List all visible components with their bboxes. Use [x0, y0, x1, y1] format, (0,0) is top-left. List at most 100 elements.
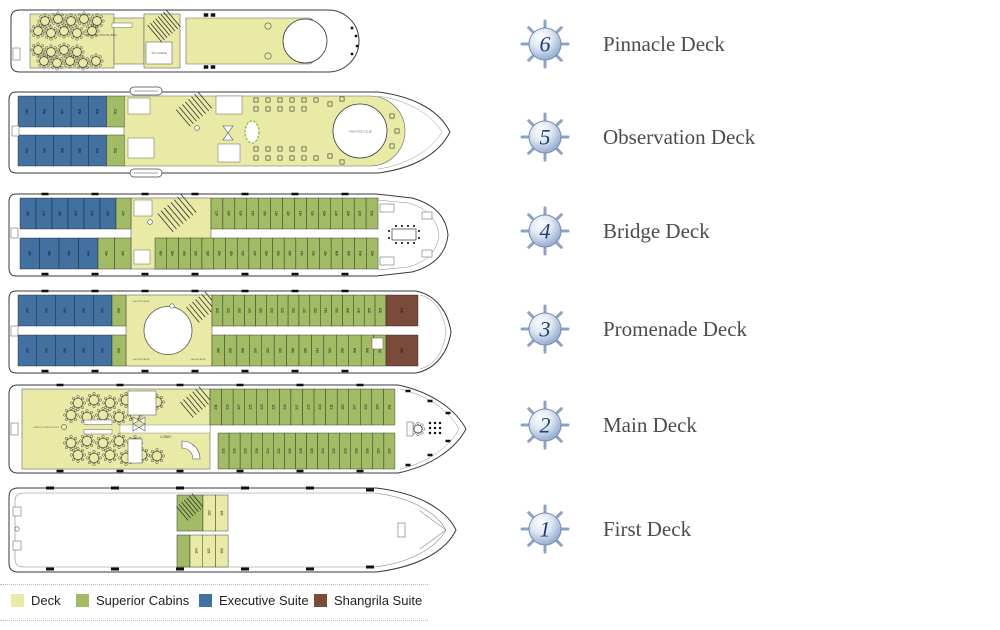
- svg-text:436: 436: [171, 251, 175, 257]
- svg-text:309: 309: [346, 308, 350, 314]
- svg-text:332: 332: [117, 348, 121, 354]
- svg-text:403: 403: [358, 211, 362, 217]
- svg-text:209: 209: [341, 404, 345, 410]
- cabin-101: [215, 494, 229, 532]
- svg-text:424: 424: [241, 251, 245, 257]
- svg-text:507: 507: [60, 109, 64, 115]
- deck-row-observation[interactable]: 5 Observation Deck: [520, 112, 940, 162]
- deck-number: 3: [539, 317, 551, 342]
- svg-text:337: 337: [101, 308, 105, 314]
- svg-text:323: 323: [270, 308, 274, 314]
- svg-text:LOBBY: LOBBY: [160, 435, 172, 439]
- svg-text:330: 330: [216, 348, 220, 354]
- svg-text:341: 341: [63, 308, 67, 314]
- svg-text:314: 314: [316, 348, 320, 354]
- deck-row-bridge[interactable]: 4 Bridge Deck: [520, 206, 940, 256]
- svg-text:102: 102: [207, 548, 211, 554]
- cabin-440: [114, 237, 132, 270]
- svg-text:421: 421: [251, 211, 255, 217]
- deck-name-label: First Deck: [603, 516, 692, 541]
- legend-divider-bottom: [0, 620, 428, 621]
- cabin-402: [366, 237, 379, 270]
- svg-text:408: 408: [335, 251, 339, 257]
- svg-text:416: 416: [288, 251, 292, 257]
- svg-text:333: 333: [216, 308, 220, 314]
- svg-text:310: 310: [341, 348, 345, 354]
- svg-text:302: 302: [400, 348, 404, 354]
- svg-text:312: 312: [328, 348, 332, 354]
- svg-text:450: 450: [28, 251, 32, 257]
- svg-text:412: 412: [312, 251, 316, 257]
- svg-text:438: 438: [159, 251, 163, 257]
- svg-text:338: 338: [63, 348, 67, 354]
- svg-text:216: 216: [310, 448, 314, 454]
- svg-text:228: 228: [244, 448, 248, 454]
- deck-name-label: Promenade Deck: [603, 316, 748, 341]
- deck-plan-6: TOP OF THE YANGTZE (BAR)SKY LOUNGE: [10, 9, 360, 73]
- legend-label: Executive Suite: [219, 593, 309, 608]
- svg-text:214: 214: [321, 448, 325, 454]
- svg-text:448: 448: [47, 251, 51, 257]
- svg-text:440: 440: [121, 251, 125, 257]
- svg-text:423: 423: [239, 211, 243, 217]
- svg-text:420: 420: [265, 251, 269, 257]
- legend-item-superior-cabins: Superior Cabins: [76, 593, 189, 608]
- cabin-335: [111, 294, 127, 327]
- svg-text:211: 211: [329, 404, 333, 409]
- svg-text:443: 443: [74, 211, 78, 217]
- cabin-502: [106, 134, 125, 167]
- svg-text:326: 326: [241, 348, 245, 354]
- svg-text:449: 449: [26, 211, 30, 217]
- cabin-202: [383, 432, 396, 470]
- svg-text:509: 509: [43, 109, 47, 115]
- legend-label: Deck: [31, 593, 61, 608]
- svg-text:402: 402: [370, 251, 374, 257]
- svg-text:441: 441: [90, 211, 94, 217]
- svg-text:419: 419: [263, 211, 267, 217]
- svg-text:303: 303: [379, 308, 383, 314]
- svg-text:TOP OF THE YANGTZE (BAR): TOP OF THE YANGTZE (BAR): [83, 34, 116, 37]
- svg-text:315: 315: [313, 308, 317, 314]
- svg-text:210: 210: [343, 448, 347, 454]
- deck-row-promenade[interactable]: 3 Promenade Deck: [520, 304, 940, 354]
- deck-number: 4: [540, 219, 551, 244]
- svg-text:410: 410: [323, 251, 327, 257]
- ship-wheel-icon: 1: [520, 504, 570, 554]
- svg-text:325: 325: [259, 308, 263, 314]
- deck-name-label: Bridge Deck: [603, 218, 710, 243]
- svg-text:100: 100: [220, 548, 224, 554]
- svg-text:409: 409: [322, 211, 326, 217]
- deck-row-pinnacle[interactable]: 6 Pinnacle Deck: [520, 19, 940, 69]
- svg-text:343: 343: [44, 308, 48, 314]
- svg-text:401: 401: [370, 211, 374, 217]
- cabin-437: [115, 197, 132, 230]
- svg-text:322: 322: [266, 348, 270, 354]
- svg-text:427: 427: [215, 211, 219, 217]
- svg-text:437: 437: [122, 211, 126, 217]
- svg-text:305: 305: [368, 308, 372, 314]
- deck-number: 2: [540, 413, 551, 438]
- svg-text:505: 505: [78, 109, 82, 115]
- svg-text:230: 230: [233, 448, 237, 454]
- svg-text:212: 212: [332, 448, 336, 454]
- svg-text:512: 512: [25, 148, 29, 154]
- svg-text:219: 219: [283, 404, 287, 410]
- legend-label: Superior Cabins: [96, 593, 190, 608]
- ship-wheel-icon: 3: [520, 304, 570, 354]
- svg-text:439: 439: [106, 211, 110, 217]
- svg-text:430: 430: [206, 251, 210, 257]
- deck-row-first[interactable]: 1 First Deck: [520, 504, 940, 554]
- svg-text:406: 406: [347, 251, 351, 257]
- svg-text:502: 502: [113, 148, 117, 154]
- svg-text:446: 446: [67, 251, 71, 257]
- legend-divider-top: [0, 584, 428, 585]
- ship-wheel-icon: 5: [520, 112, 570, 162]
- cabin-332: [111, 334, 127, 367]
- svg-text:320: 320: [278, 348, 282, 354]
- deck-row-main[interactable]: 2 Main Deck: [520, 400, 940, 450]
- deck-name-label: Observation Deck: [603, 124, 756, 149]
- svg-text:426: 426: [229, 251, 233, 257]
- svg-text:207: 207: [353, 404, 357, 410]
